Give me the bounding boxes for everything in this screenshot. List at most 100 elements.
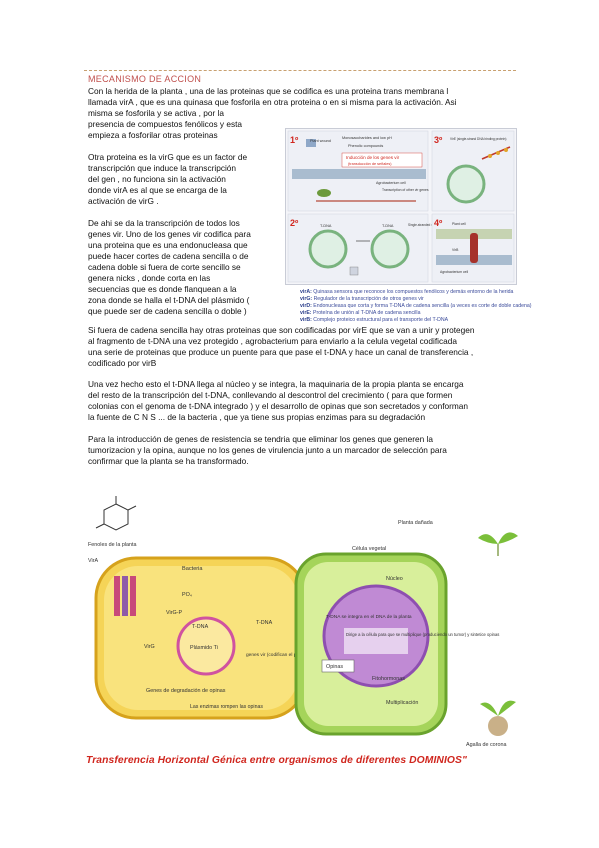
- paragraph-line: tumorizacion y la opina, aunque no los g…: [88, 445, 447, 455]
- tdna-label: T-DNA: [192, 624, 209, 630]
- induccion-box: [341, 152, 423, 168]
- paragraph-line: una proteina que es una endonucleasa que: [88, 240, 248, 250]
- paragraph-line: empieza a fosforilar otras proteinas: [88, 130, 218, 140]
- celula-vegetal-label: Célula vegetal: [352, 546, 386, 552]
- transcription-label: Transcription of other vir genes: [382, 188, 429, 192]
- paragraph-line: Una vez hecho esto el t-DNA llega al núc…: [88, 379, 464, 389]
- transfer-figure: Fenoles de la planta VirA Bacteria PO₄ V…: [86, 496, 526, 758]
- paragraph-line: Si fuera de cadena sencilla hay otras pr…: [88, 325, 475, 335]
- ti-plasmid: [176, 616, 236, 676]
- paragraph-line: puede hacer cortes de cadena sencilla o …: [88, 251, 249, 261]
- paragraph-line: transcripción que induce la transcripció…: [88, 163, 237, 173]
- dirige-label: Dirige a la célula para que se multipliq…: [346, 632, 499, 637]
- vir-legend: virA: Quinasa sensora que reconoce los c…: [300, 289, 532, 324]
- plasmid-a: [308, 229, 348, 269]
- dirige-box: [344, 628, 408, 654]
- virb-channel: [470, 233, 478, 263]
- po4-label: PO₄: [182, 592, 192, 598]
- paragraph-line: codificado por virB: [88, 358, 157, 368]
- fitohormonas-label: Fitohormonas: [372, 676, 405, 682]
- induccion-label: Inducción de los genes vir: [346, 155, 400, 160]
- legend-item: virE: Proteína de unión al T-DNA de cade…: [300, 310, 421, 317]
- plasmido-label: Plásmido Ti: [190, 645, 218, 651]
- paragraph-line: llamada virA , que es una quinasa que fo…: [88, 97, 457, 107]
- vire-dot: [488, 154, 492, 158]
- plant-wound-icon: [306, 139, 316, 147]
- planta-danada-label: Planta dañada: [398, 520, 433, 526]
- virb-label: VirB: [452, 248, 459, 252]
- paragraph-line: una serie de proteinas que produce un pu…: [88, 347, 474, 357]
- phenolic-label: Phenolic compounds: [348, 144, 383, 148]
- heading-rule: [84, 70, 516, 71]
- step-1-label: 1º: [290, 135, 299, 145]
- paragraph-line: zona donde se halla el t-DNA del plásmid…: [88, 295, 250, 305]
- section-heading: MECANISMO DE ACCION: [88, 74, 202, 84]
- agro-cell-label: Agrobacterium cell: [376, 181, 406, 185]
- paragraph-line: al fragmento de t-DNA una vez protegido …: [88, 336, 457, 346]
- degradacion-label: Genes de degradación de opinas: [146, 688, 226, 694]
- paragraph-line: De ahi se da la transcripción de todos l…: [88, 218, 240, 228]
- vire-label: VirE (single-strand DNA binding protein): [450, 137, 506, 141]
- integra-label: T-DNA se integra en el DNA de la planta: [326, 614, 412, 620]
- legend-item: virB: Complejo proteico estructural para…: [300, 317, 449, 324]
- paragraph-line: Con la herida de la planta , una de las …: [88, 86, 449, 96]
- agro-cell-label-2: Agrobacterium cell: [440, 270, 468, 274]
- crown-gall-icon: [480, 700, 516, 736]
- paragraph-line: confirmar que la planta se ha transforma…: [88, 456, 249, 466]
- phenol-molecule-icon: [95, 496, 137, 531]
- enzimas-label: Las enzimas rompen las opinas: [190, 704, 263, 710]
- plasmid-c: [446, 164, 486, 204]
- legend-item: virA: Quinasa sensora que reconoce los c…: [300, 289, 514, 295]
- induccion-sub-label: (transducción de señales): [348, 162, 392, 166]
- paragraph-line: activación de virG .: [88, 196, 159, 206]
- fenoles-label: Fenoles de la planta: [88, 542, 137, 548]
- step-2-label: 2º: [290, 218, 299, 228]
- vira-receptor-icon: [114, 576, 136, 616]
- paragraph-line: Otra proteina es la virG que es un facto…: [88, 152, 248, 162]
- step-4-label: 4º: [434, 218, 443, 228]
- membrane-band: [292, 169, 426, 179]
- nucleo-label: Núcleo: [386, 576, 403, 582]
- plant-wound-label: Plant wound: [310, 139, 331, 143]
- agalla-label: Agalla de corona: [466, 742, 506, 748]
- genes-vir-label: genes vir (codifican el puente conjugati…: [246, 652, 336, 658]
- step-3-label: 3º: [434, 135, 443, 145]
- transfer-figure-svg: Fenoles de la planta VirA Bacteria PO₄ V…: [88, 496, 518, 748]
- vire-dot: [504, 148, 508, 152]
- figure-caption: Transferencia Horizontal Génica entre or…: [86, 755, 467, 766]
- plant-icon: [478, 532, 518, 556]
- paragraph-line: cadena doble si fuera de corte sencillo …: [88, 262, 241, 272]
- paragraph-line: que puede ser de cadena sencilla o doble…: [88, 306, 247, 316]
- paragraph-line: genera nicks , donde corta en las: [88, 273, 211, 283]
- small-icon: [349, 266, 359, 276]
- multiplicacion-label: Multiplicación: [386, 700, 418, 706]
- paragraph-line: genes vir. Uno de los genes vir codifica…: [88, 229, 251, 239]
- paragraph-line: del resto de la transcripción del t-DNA,…: [88, 390, 453, 400]
- virgp-label: VirG-P: [166, 610, 182, 616]
- virg-label: VirG: [144, 644, 155, 650]
- paragraph-line: presencia de compuestos fenólicos y esta: [88, 119, 243, 129]
- mechanism-figure-svg: 1º Plant wound Monosaccharides and low p…: [287, 130, 515, 283]
- paragraph-line: misma se fosforila y se activa , por la: [88, 108, 225, 118]
- paragraph-line: Para la introducción de genes de resiste…: [88, 434, 434, 444]
- tdna-label-2: T-DNA: [256, 620, 273, 626]
- paragraph-line: donde virA es al que se encarga de la: [88, 185, 227, 195]
- bacteria-label: Bacteria: [182, 566, 203, 572]
- tdna-label-b: T-DNA: [382, 224, 394, 228]
- paragraph-line: del gen , no funciona sin la activación: [88, 174, 226, 184]
- paragraph-line: secuencias que es donde flanquean a la: [88, 284, 237, 294]
- paragraph-line: colonias con el genoma de t-DNA integrad…: [88, 401, 469, 411]
- paragraph-line: la fuente de C N S ... de la bacteria , …: [88, 412, 426, 422]
- mono-label: Monosaccharides and low pH: [342, 136, 392, 140]
- virg-protein-icon: [317, 189, 331, 197]
- plasmid-b: [370, 229, 410, 269]
- opinas-box: [321, 659, 355, 673]
- legend-item: virG: Regulador de la transcripción de o…: [300, 296, 424, 303]
- vira-label: VirA: [88, 558, 98, 564]
- legend-item: virD: Endonucleasa que corta y forma T-D…: [300, 303, 532, 310]
- single-nick-label: Single-stranded nick: [408, 223, 437, 227]
- opinas-label: Opinas: [326, 664, 343, 670]
- tdna-label-a: T-DNA: [320, 224, 332, 228]
- plant-cell-label: Plant cell: [452, 222, 466, 226]
